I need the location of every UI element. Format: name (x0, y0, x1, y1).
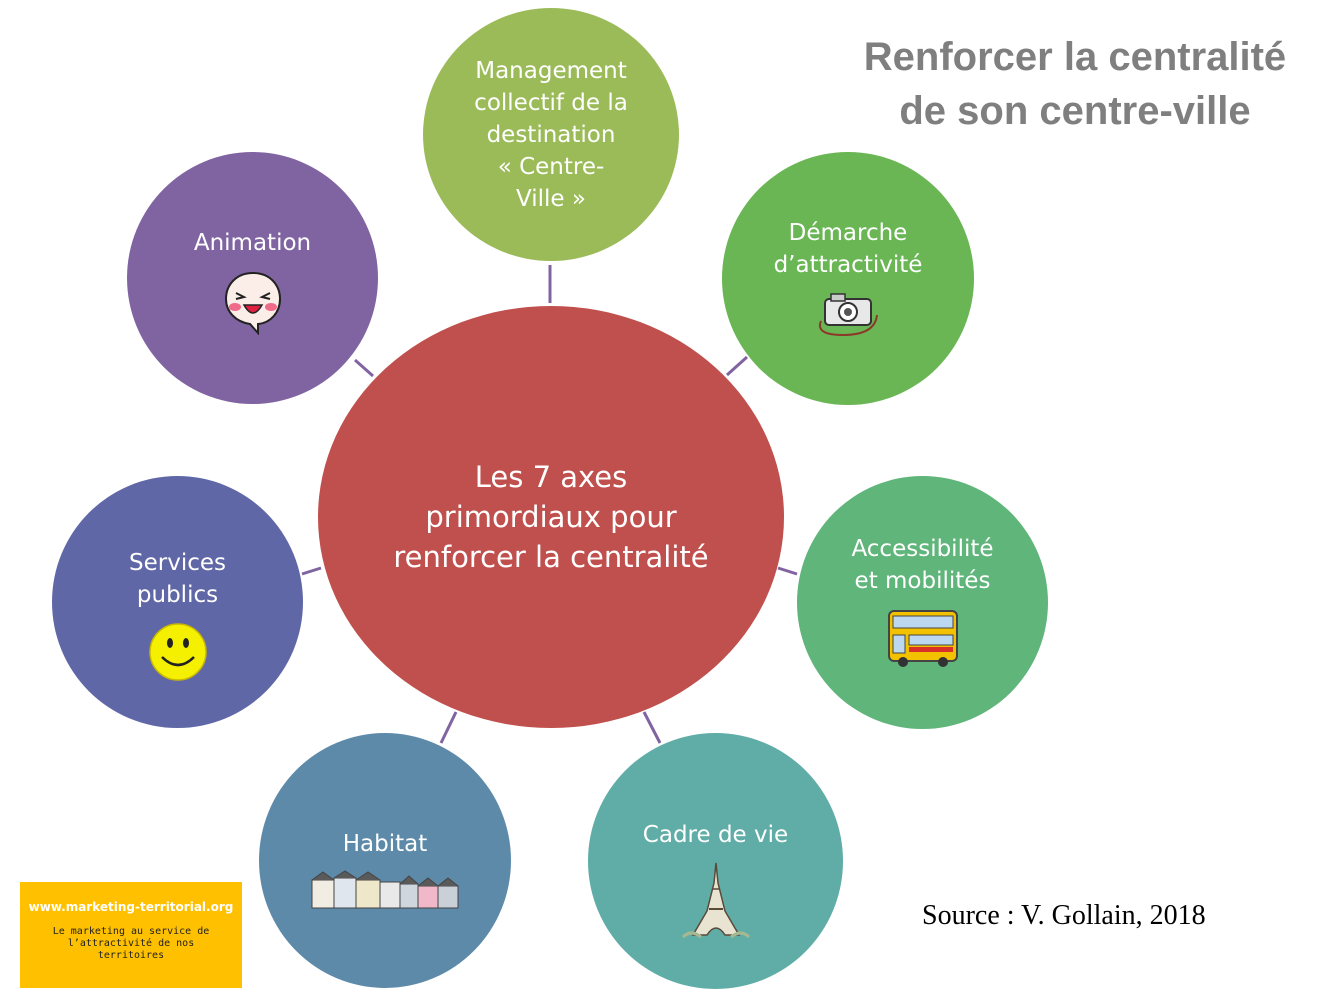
title-line-2: de son centre-ville (899, 89, 1251, 133)
website-url-link[interactable]: www.marketing-territorial.org (28, 900, 234, 914)
axis-habitat: Habitat (259, 733, 511, 988)
axis-management-collectif: Management collectif de la destination «… (423, 8, 679, 261)
axis-label: Accessibilité et mobilités (851, 535, 994, 594)
double-decker-bus-icon (885, 607, 961, 673)
axis-label: Management collectif de la destination «… (474, 57, 628, 212)
axis-cadre-de-vie: Cadre de vie (588, 733, 843, 989)
connector-animation (354, 358, 374, 378)
connector-accessibilite (777, 566, 798, 576)
axis-label: Démarche d’attractivité (773, 219, 923, 278)
laughing-face-icon (222, 269, 284, 339)
axis-label: Animation (193, 230, 312, 256)
townhouses-icon (310, 869, 460, 914)
axis-services-publics: Services publics (52, 476, 303, 728)
camera-icon (813, 291, 883, 341)
eiffel-tower-icon (681, 861, 751, 943)
diagram-title: Renforcer la centralité de son centre-vi… (810, 30, 1321, 138)
axis-accessibilite-mobilites: Accessibilité et mobilités (797, 476, 1048, 729)
logo-tagline: Le marketing au service de l’attractivit… (52, 926, 210, 961)
axis-label: Habitat (342, 830, 428, 857)
connector-cadre (642, 711, 662, 744)
website-logo-box[interactable]: www.marketing-territorial.org Le marketi… (20, 882, 242, 988)
center-label: Les 7 axes primordiaux pour renforcer la… (393, 460, 709, 574)
connector-services (301, 566, 322, 576)
connector-habitat (439, 711, 458, 744)
axis-animation: Animation (127, 152, 378, 404)
connector-demarche (725, 355, 749, 377)
title-line-1: Renforcer la centralité (863, 35, 1287, 79)
smiley-icon (147, 621, 209, 687)
axis-label: Cadre de vie (642, 822, 789, 848)
axis-demarche-attractivite: Démarche d’attractivité (722, 152, 974, 405)
center-circle: Les 7 axes primordiaux pour renforcer la… (318, 306, 784, 728)
axis-label: Services publics (129, 550, 226, 608)
source-citation: Source : V. Gollain, 2018 (922, 900, 1206, 931)
